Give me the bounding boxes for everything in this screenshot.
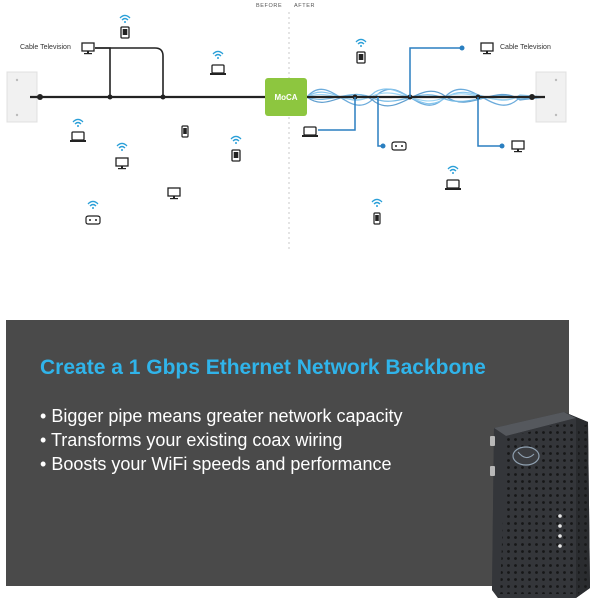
after-label: AFTER xyxy=(294,3,316,9)
cable-tv-label-left: Cable Television xyxy=(20,44,71,51)
feature-bullet: Bigger pipe means greater network capaci… xyxy=(40,404,402,428)
network-diagram-graphic xyxy=(6,12,567,250)
moca-adapter-device-icon xyxy=(484,408,600,600)
moca-label: MoCA xyxy=(274,92,298,102)
feature-bullet-list: Bigger pipe means greater network capaci… xyxy=(40,404,403,476)
feature-bullet: Boosts your WiFi speeds and performance xyxy=(40,452,403,476)
moca-badge: MoCA xyxy=(265,78,307,116)
before-label: BEFORE xyxy=(256,3,283,9)
cable-tv-label-right: Cable Television xyxy=(500,44,551,51)
banner-headline: Create a 1 Gbps Ethernet Network Backbon… xyxy=(40,356,486,379)
before-after-diagram: BEFORE AFTER Cable Television Cable Tele… xyxy=(0,0,600,270)
feature-bullet: Transforms your existing coax wiring xyxy=(40,428,403,452)
